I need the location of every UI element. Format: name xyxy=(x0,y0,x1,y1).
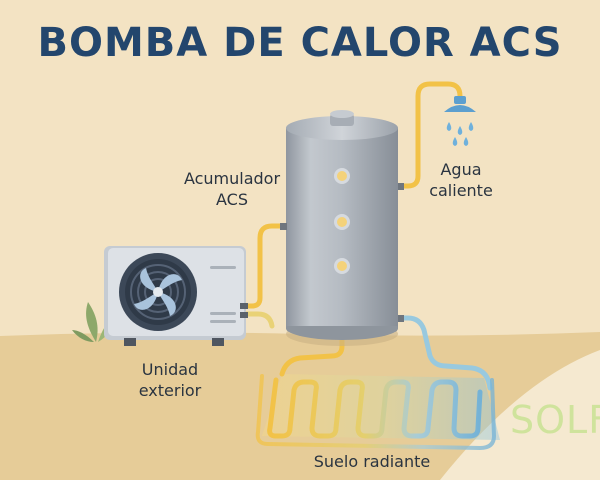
tank-label-line-1: Acumulador xyxy=(183,169,281,188)
outdoor-unit-label-line-2: exterior xyxy=(138,381,202,400)
pipe-unit-to-tank xyxy=(237,223,290,309)
hot-water-label-line-2: caliente xyxy=(429,181,493,200)
hot-water-label: Agua caliente xyxy=(418,159,504,201)
pipe-unit-return xyxy=(237,311,275,329)
fan-icon xyxy=(119,253,197,331)
outdoor-unit-label-line-1: Unidad xyxy=(141,360,199,379)
outdoor-unit-label: Unidad exterior xyxy=(118,359,222,401)
tank-label: Acumulador ACS xyxy=(166,168,298,210)
shower-icon xyxy=(444,96,476,146)
outdoor-unit xyxy=(104,246,248,346)
underfloor-heating xyxy=(255,265,500,451)
pipe-hot-water xyxy=(395,81,463,189)
tank xyxy=(280,110,404,346)
floor-heating-label: Suelo radiante xyxy=(313,452,431,471)
watermark-logo: SOLF xyxy=(510,398,600,442)
hot-water-label-line-1: Agua xyxy=(440,160,482,179)
tank-label-line-2: ACS xyxy=(216,190,248,209)
page-title: BOMBA DE CALOR ACS xyxy=(37,20,563,66)
